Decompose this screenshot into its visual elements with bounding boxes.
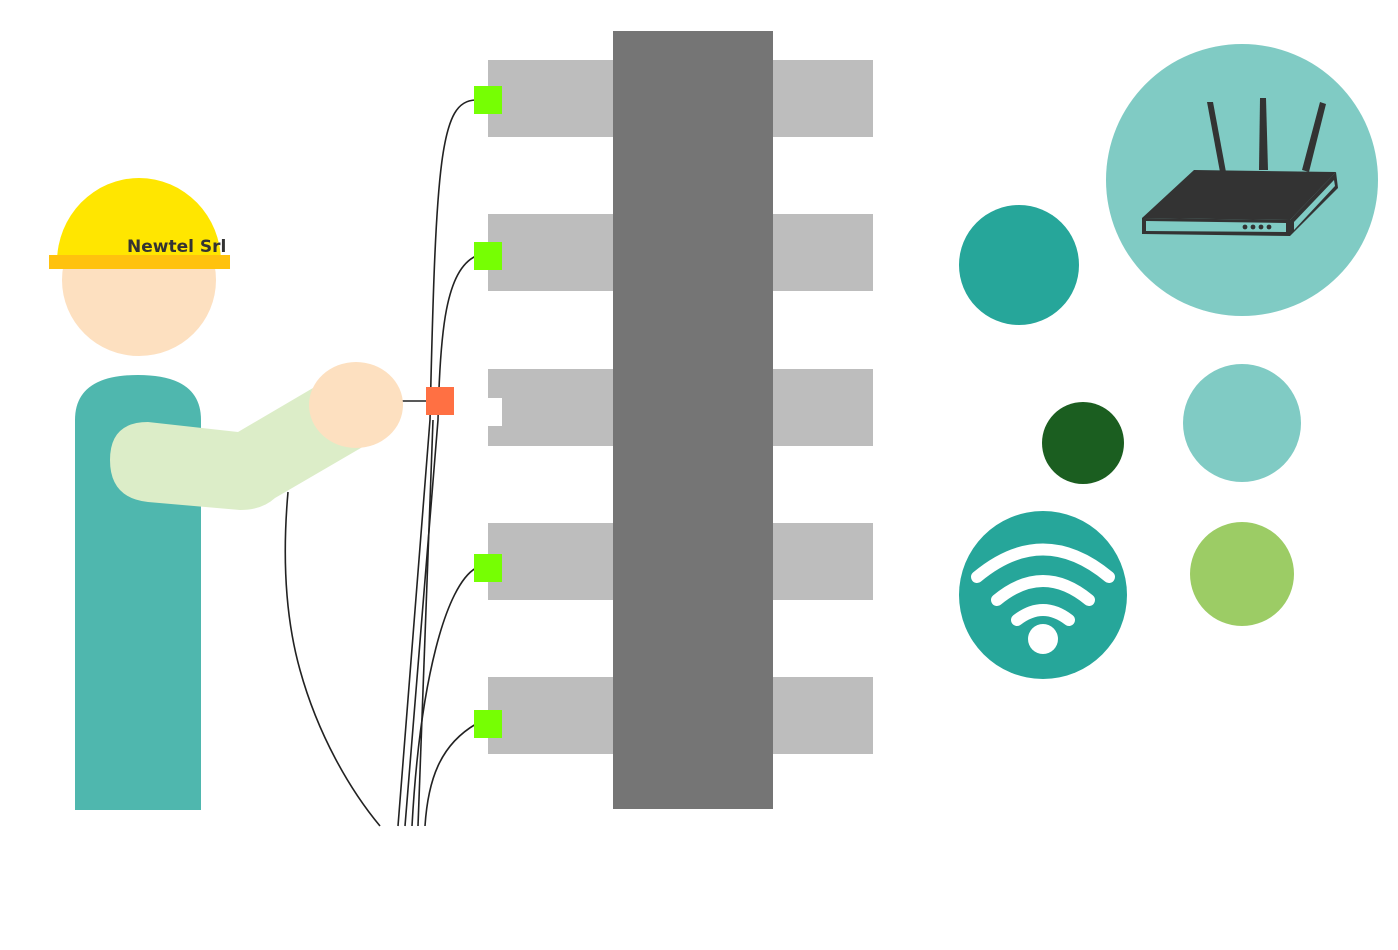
port-orange bbox=[426, 387, 454, 415]
router-antenna-left bbox=[1207, 102, 1226, 172]
router-bubble bbox=[1106, 44, 1378, 316]
wifi-arc-middle bbox=[991, 575, 1095, 606]
helmet-label: Newtel Srl bbox=[127, 237, 226, 257]
technician-arm bbox=[110, 362, 403, 510]
router-side-panel bbox=[1294, 180, 1335, 230]
cable-3 bbox=[411, 567, 477, 827]
router-icon bbox=[1142, 98, 1338, 236]
circle-light-teal bbox=[1183, 364, 1301, 482]
technician: Newtel Srl bbox=[49, 178, 403, 810]
router-front-panel bbox=[1146, 221, 1286, 232]
technician-hand bbox=[309, 362, 403, 448]
circle-light-green bbox=[1190, 522, 1294, 626]
router-top bbox=[1142, 170, 1336, 220]
helmet-dome bbox=[57, 178, 221, 262]
decorative-circles bbox=[959, 205, 1301, 626]
cables bbox=[284, 99, 477, 827]
wifi-icon bbox=[971, 543, 1115, 626]
cable-2 bbox=[404, 255, 477, 827]
cable-4 bbox=[424, 723, 477, 827]
rack-slot-notch bbox=[488, 398, 502, 426]
port-green-2 bbox=[474, 242, 502, 270]
helmet: Newtel Srl bbox=[49, 178, 230, 269]
port-green-3 bbox=[474, 554, 502, 582]
cable-6 bbox=[417, 419, 434, 827]
router-led-3 bbox=[1258, 224, 1264, 230]
port-green-4 bbox=[474, 710, 502, 738]
port-green-1 bbox=[474, 86, 502, 114]
wifi-arc-inner bbox=[1011, 604, 1075, 626]
helmet-brim bbox=[49, 255, 230, 269]
circle-dark-green bbox=[1042, 402, 1124, 484]
router-led-1 bbox=[1242, 224, 1248, 230]
ports bbox=[426, 86, 502, 738]
cable-5 bbox=[284, 491, 381, 827]
wifi-dot bbox=[1028, 624, 1058, 654]
wifi-arc-outer bbox=[971, 543, 1115, 583]
wifi-bubble bbox=[959, 511, 1127, 679]
router-antenna-middle bbox=[1259, 98, 1268, 170]
router-antenna-right bbox=[1302, 102, 1326, 172]
router-led-2 bbox=[1250, 224, 1256, 230]
server-rack bbox=[488, 31, 873, 809]
cable-1 bbox=[397, 99, 477, 827]
circle-teal bbox=[959, 205, 1079, 325]
rack-pole bbox=[613, 31, 773, 809]
router-led-4 bbox=[1266, 224, 1272, 230]
wifi-bubble-circle bbox=[959, 511, 1127, 679]
